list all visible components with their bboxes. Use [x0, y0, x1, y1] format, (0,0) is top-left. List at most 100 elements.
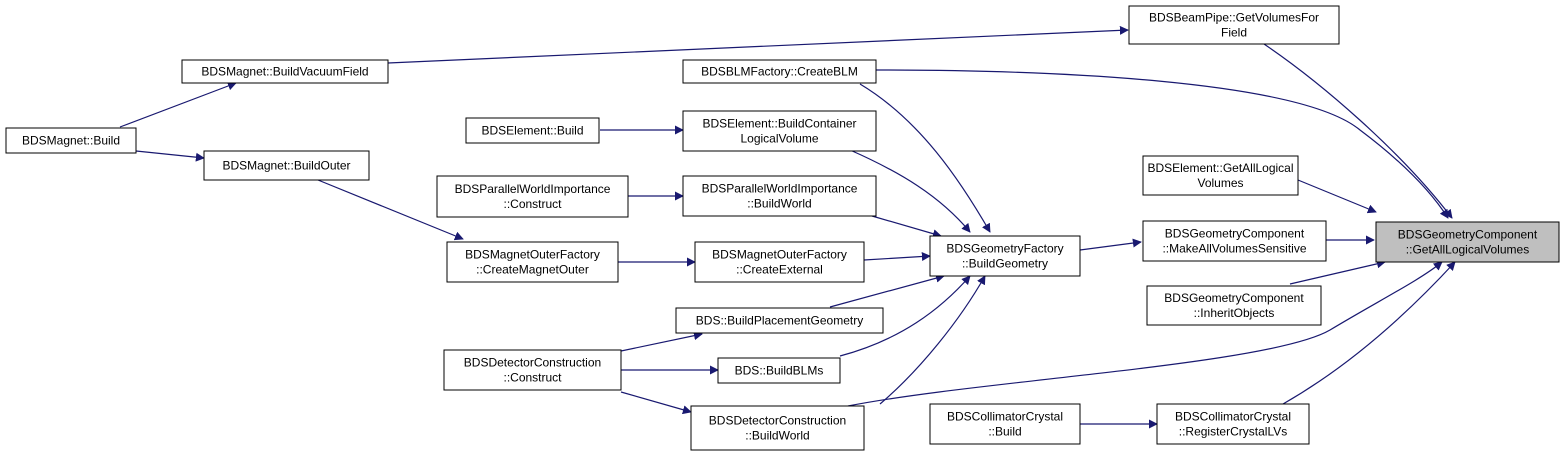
- node-label: BDSGeometryComponent: [1398, 228, 1538, 242]
- node-label: ::Construct: [503, 371, 562, 385]
- node-blm-create[interactable]: BDSBLMFactory::CreateBLM: [682, 59, 877, 84]
- edge-pwi-buildworld-to-gf-build: [871, 215, 942, 239]
- node-box: [1128, 5, 1340, 45]
- node-box: [1142, 155, 1299, 196]
- node-box: [929, 235, 1081, 277]
- node-gc-getall[interactable]: BDSGeometryComponent::GetAllLogicalVolum…: [1375, 221, 1560, 263]
- node-mag-outer[interactable]: BDSMagnet::BuildOuter: [203, 150, 370, 181]
- node-label: BDSParallelWorldImportance: [702, 182, 858, 196]
- edge-dc-buildworld-to-gc-getall: [847, 261, 1443, 407]
- edge-gc-inherit-to-gc-getall: [1289, 259, 1386, 285]
- edge-dc-buildworld-to-gf-build: [879, 275, 986, 405]
- node-label: ::BuildWorld: [745, 429, 809, 443]
- edge-el-container-to-gf-build: [849, 149, 971, 233]
- edge-dc-construct-to-bds-placement: [620, 331, 703, 352]
- node-label: ::CreateMagnetOuter: [476, 263, 589, 277]
- node-el-getall[interactable]: BDSElement::GetAllLogicalVolumes: [1142, 155, 1299, 196]
- node-label: BDSDetectorConstruction: [464, 356, 601, 370]
- node-label: ::Build: [988, 425, 1021, 439]
- edge-bp-getvol-to-gc-getall: [1263, 43, 1453, 219]
- node-mag-build[interactable]: BDSMagnet::Build: [5, 127, 137, 154]
- node-label: Field: [1221, 26, 1247, 40]
- node-label: BDSMagnetOuterFactory: [712, 248, 847, 262]
- node-label: Volumes: [1197, 176, 1243, 190]
- edge-gf-build-to-gc-getall: [1079, 238, 1142, 251]
- edge-mof-external-to-gf-build: [863, 251, 931, 261]
- edge-blm-create-to-gf-build: [859, 83, 991, 233]
- node-box: [436, 175, 629, 218]
- node-box: [1142, 220, 1327, 262]
- node-label: ::BuildWorld: [747, 197, 811, 211]
- node-label: BDSElement::GetAllLogical: [1147, 161, 1293, 175]
- node-box: [682, 110, 877, 152]
- node-label: BDSDetectorConstruction: [709, 414, 846, 428]
- node-label: ::MakeAllVolumesSensitive: [1162, 242, 1306, 256]
- node-dc-construct[interactable]: BDSDetectorConstruction::Construct: [443, 349, 622, 391]
- node-pwi-construct[interactable]: BDSParallelWorldImportance::Construct: [436, 175, 629, 218]
- edge-layer: [119, 25, 1456, 429]
- node-label: LogicalVolume: [740, 132, 818, 146]
- node-label: BDSCollimatorCrystal: [1175, 410, 1291, 424]
- node-box: [203, 150, 370, 181]
- node-box: [1146, 285, 1322, 326]
- node-label: BDS::BuildBLMs: [735, 364, 824, 378]
- node-label: BDSElement::BuildContainer: [702, 117, 856, 131]
- node-label: BDSBeamPipe::GetVolumesFor: [1149, 11, 1319, 25]
- node-box: [682, 59, 877, 84]
- node-box: [1375, 221, 1560, 263]
- node-label: ::InheritObjects: [1194, 306, 1275, 320]
- node-box: [682, 175, 877, 217]
- node-dc-buildworld[interactable]: BDSDetectorConstruction::BuildWorld: [690, 405, 865, 451]
- edge-mag-vac-to-bp-getvol: [387, 25, 1129, 64]
- node-label: ::Construct: [503, 197, 562, 211]
- node-label: BDSMagnetOuterFactory: [465, 248, 600, 262]
- edge-mag-build-to-mag-outer: [135, 150, 205, 162]
- node-box: [717, 357, 841, 384]
- node-label: BDSBLMFactory::CreateBLM: [701, 65, 858, 79]
- node-label: ::RegisterCrystalLVs: [1179, 425, 1287, 439]
- node-label: BDS::BuildPlacementGeometry: [696, 314, 863, 328]
- node-bds-blms[interactable]: BDS::BuildBLMs: [717, 357, 841, 384]
- node-box: [694, 241, 865, 283]
- node-box: [929, 403, 1081, 445]
- edge-el-getall-to-gc-getall: [1297, 179, 1377, 214]
- edge-mag-outer-to-mof-outer: [317, 179, 464, 241]
- node-pwi-buildworld[interactable]: BDSParallelWorldImportance::BuildWorld: [682, 175, 877, 217]
- node-cc-register[interactable]: BDSCollimatorCrystal::RegisterCrystalLVs: [1156, 403, 1310, 445]
- node-box: [446, 241, 619, 283]
- node-box: [465, 117, 600, 144]
- node-gc-inherit[interactable]: BDSGeometryComponent::InheritObjects: [1146, 285, 1322, 326]
- edge-dc-construct-to-dc-buildworld: [620, 391, 692, 415]
- node-bds-placement[interactable]: BDS::BuildPlacementGeometry: [675, 307, 884, 334]
- node-label: ::BuildGeometry: [962, 257, 1048, 271]
- edge-blm-create-to-gc-getall: [875, 69, 1449, 219]
- node-label: BDSGeometryComponent: [1164, 291, 1304, 305]
- node-box: [181, 59, 389, 84]
- node-label: BDSMagnet::BuildVacuumField: [201, 65, 368, 79]
- node-layer: BDSBeamPipe::GetVolumesForFieldBDSMagnet…: [5, 5, 1560, 451]
- node-label: BDSParallelWorldImportance: [455, 182, 611, 196]
- node-el-build[interactable]: BDSElement::Build: [465, 117, 600, 144]
- node-cc-build[interactable]: BDSCollimatorCrystal::Build: [929, 403, 1081, 445]
- node-mof-external[interactable]: BDSMagnetOuterFactory::CreateExternal: [694, 241, 865, 283]
- node-label: ::CreateExternal: [736, 263, 823, 277]
- edge-bds-blms-to-gf-build: [839, 275, 971, 357]
- node-label: BDSCollimatorCrystal: [947, 410, 1063, 424]
- node-box: [5, 127, 137, 154]
- node-label: ::GetAllLogicalVolumes: [1406, 243, 1529, 257]
- node-box: [443, 349, 622, 391]
- node-mof-outer[interactable]: BDSMagnetOuterFactory::CreateMagnetOuter: [446, 241, 619, 283]
- node-label: BDSGeometryFactory: [946, 242, 1063, 256]
- node-label: BDSMagnet::Build: [22, 134, 120, 148]
- node-label: BDSGeometryComponent: [1165, 227, 1305, 241]
- node-box: [690, 405, 865, 451]
- edge-bds-placement-to-gf-build: [829, 273, 945, 308]
- node-label: BDSElement::Build: [481, 124, 583, 138]
- node-mag-vac[interactable]: BDSMagnet::BuildVacuumField: [181, 59, 389, 84]
- node-label: BDSMagnet::BuildOuter: [222, 159, 350, 173]
- node-gf-build[interactable]: BDSGeometryFactory::BuildGeometry: [929, 235, 1081, 277]
- node-gc-makeall[interactable]: BDSGeometryComponent::MakeAllVolumesSens…: [1142, 220, 1327, 262]
- node-box: [1156, 403, 1310, 445]
